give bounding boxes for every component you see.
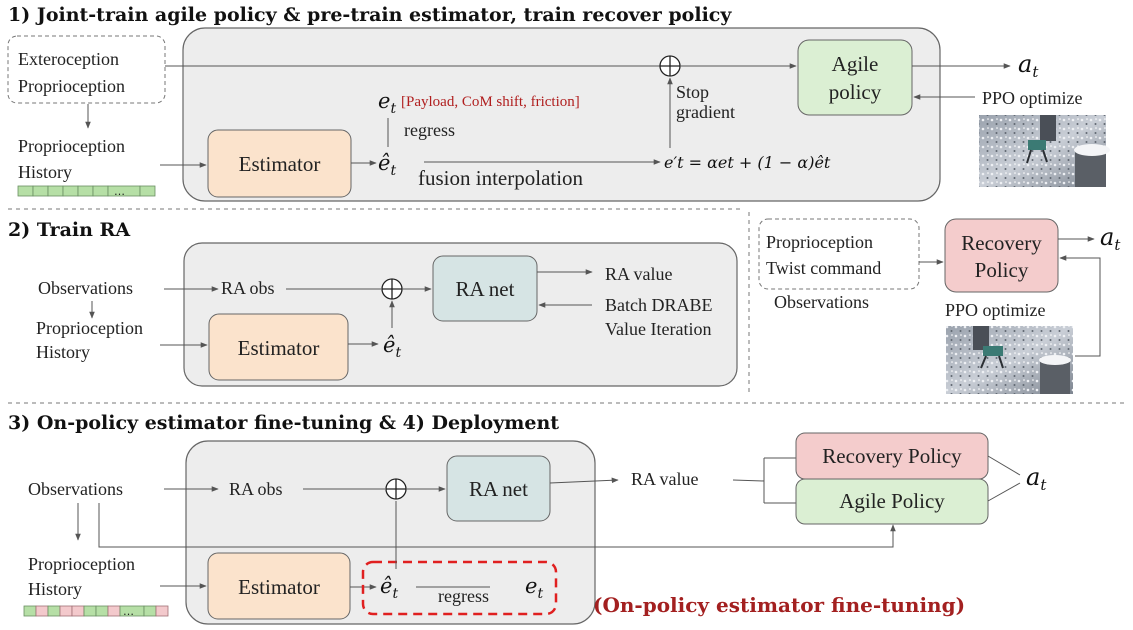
recovery-policy-label-line2: Policy bbox=[975, 258, 1029, 282]
stop-gradient-label-line2: gradient bbox=[676, 102, 735, 122]
finetune-caption: (On-policy estimator fine-tuning) bbox=[593, 593, 965, 617]
history-label-3-line1: Proprioception bbox=[28, 554, 135, 574]
section1-title: 1) Joint-train agile policy & pre-train … bbox=[8, 4, 732, 26]
ppo-label-2: PPO optimize bbox=[945, 300, 1046, 320]
observations-label-2: Observations bbox=[38, 278, 133, 298]
svg-text:…: … bbox=[123, 605, 134, 618]
estimator-label-2: Estimator bbox=[238, 336, 320, 360]
ra-obs-label-3: RA obs bbox=[229, 479, 283, 499]
ra-value-label-3: RA value bbox=[631, 469, 699, 489]
agile-merge-line bbox=[987, 482, 1021, 502]
concat-node-2 bbox=[381, 278, 403, 300]
recovery-policy-label-line1: Recovery bbox=[961, 231, 1042, 255]
ppo-label-1: PPO optimize bbox=[982, 88, 1083, 108]
ra-obs-label-2: RA obs bbox=[221, 278, 275, 298]
drabe-label-line2: Value Iteration bbox=[605, 319, 711, 339]
proprioception-label: Proprioception bbox=[18, 76, 125, 96]
obs-proprioception-label: Proprioception bbox=[766, 232, 873, 252]
agile-policy-box-3 bbox=[795, 478, 989, 525]
ra-net-box-2 bbox=[432, 255, 538, 322]
estimator-box-2 bbox=[208, 313, 349, 381]
regress-label-1: regress bbox=[404, 120, 455, 140]
fusion-formula: e′t = αet + (1 − α)êt bbox=[664, 153, 831, 172]
switch-connector bbox=[732, 457, 796, 504]
fusion-label: fusion interpolation bbox=[418, 166, 584, 190]
section1-panel bbox=[182, 27, 941, 202]
agile-policy-label-line1: Agile bbox=[832, 52, 879, 76]
exteroception-label: Exteroception bbox=[18, 49, 119, 69]
agile-policy-box bbox=[797, 39, 913, 116]
agile-policy-label-3: Agile Policy bbox=[839, 489, 945, 513]
e-true-symbol-1: et bbox=[378, 89, 396, 117]
concat-node-3 bbox=[385, 478, 407, 500]
history-buffer-1: … bbox=[17, 185, 156, 198]
e-true-symbol-3: et bbox=[525, 574, 543, 602]
privileged-info-label: [Payload, CoM shift, friction] bbox=[401, 94, 580, 110]
recovery-policy-label-3: Recovery Policy bbox=[822, 444, 962, 468]
observation-box-2 bbox=[758, 218, 920, 290]
e-hat-symbol-2: êt bbox=[383, 333, 401, 361]
observations-label-3: Observations bbox=[28, 479, 123, 499]
obs-caption-label: Observations bbox=[774, 292, 869, 312]
robot-sim-image-1 bbox=[979, 115, 1110, 187]
estimator-label-1: Estimator bbox=[239, 152, 321, 176]
recovery-merge-line bbox=[987, 455, 1021, 476]
section2-title: 2) Train RA bbox=[8, 219, 130, 241]
estimator-label-3: Estimator bbox=[238, 575, 320, 599]
history-label-2-line1: Proprioception bbox=[36, 318, 143, 338]
history-label-3-line2: History bbox=[28, 579, 82, 599]
e-hat-symbol-1: êt bbox=[378, 151, 396, 179]
regress-label-3: regress bbox=[438, 586, 489, 606]
obs-twist-command-label: Twist command bbox=[766, 258, 881, 278]
observation-box-1 bbox=[7, 35, 166, 104]
ppo-feedback-arrow-2 bbox=[1059, 255, 1101, 357]
stop-gradient-label-line1: Stop bbox=[676, 82, 709, 102]
ra-value-label-2: RA value bbox=[605, 264, 673, 284]
robot-sim-image-2 bbox=[946, 326, 1073, 394]
action-symbol-2: at bbox=[1100, 223, 1121, 254]
action-symbol-1: at bbox=[1018, 50, 1039, 81]
history-label-line2: History bbox=[18, 162, 72, 182]
drabe-label-line1: Batch DRABE bbox=[605, 295, 713, 315]
history-buffer-3: … bbox=[23, 605, 169, 618]
ra-net-box-3 bbox=[446, 455, 551, 522]
history-label-line1: Proprioception bbox=[18, 136, 125, 156]
ra-net-label-3: RA net bbox=[469, 477, 528, 501]
concat-node-1 bbox=[659, 55, 681, 77]
action-symbol-3: at bbox=[1026, 463, 1047, 494]
obs-to-agile-bypass-arrow bbox=[98, 503, 896, 548]
estimator-box-3 bbox=[207, 552, 351, 620]
finetune-highlight-box bbox=[361, 560, 558, 616]
recovery-policy-box-2 bbox=[944, 218, 1059, 293]
ra-net-label-2: RA net bbox=[456, 277, 515, 301]
history-label-2-line2: History bbox=[36, 342, 90, 362]
agile-policy-label-line2: policy bbox=[829, 80, 882, 104]
ranet-output-arrow-3 bbox=[549, 477, 619, 484]
svg-text:…: … bbox=[114, 185, 125, 198]
section3-title: 3) On-policy estimator fine-tuning & 4) … bbox=[8, 412, 559, 434]
e-hat-symbol-3: êt bbox=[380, 574, 398, 602]
